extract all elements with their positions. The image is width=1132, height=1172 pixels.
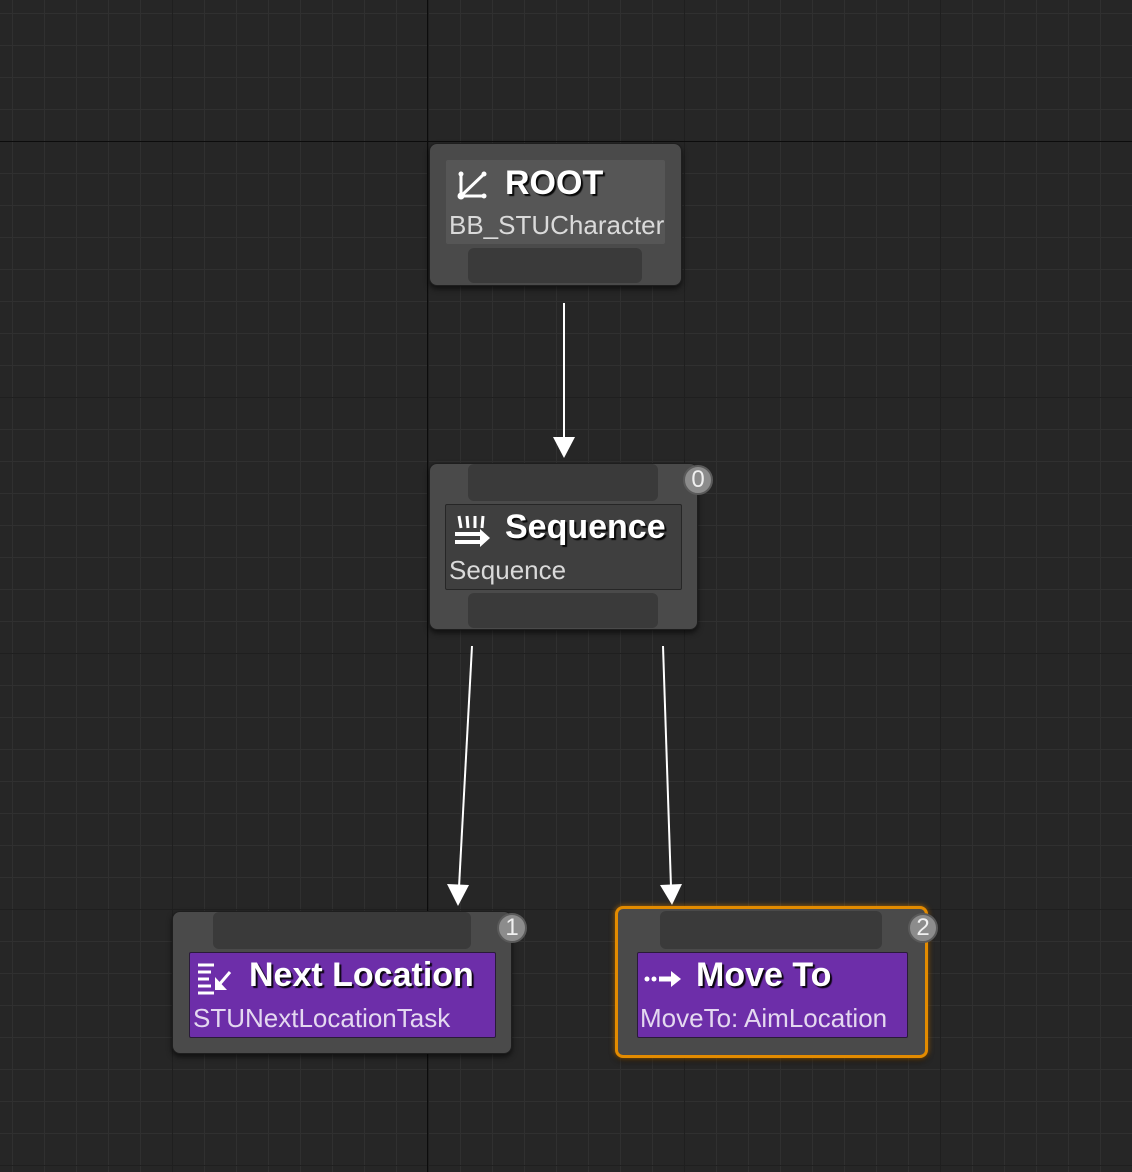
sequence-icon	[455, 515, 490, 547]
next-location-input-pin[interactable]	[213, 912, 471, 949]
sequence-title: Sequence	[505, 508, 666, 546]
sequence-input-pin[interactable]	[468, 464, 658, 501]
move-to-title-box	[637, 952, 908, 1038]
next-location-execution-index-badge: 1	[497, 913, 527, 943]
sequence-execution-index-badge: 0	[683, 465, 713, 495]
sequence-output-pin[interactable]	[468, 593, 658, 628]
wire-sequence-to-move-to[interactable]	[662, 645, 672, 888]
task-icon	[198, 963, 232, 995]
move-to-input-pin[interactable]	[660, 911, 882, 949]
sequence-title-box	[445, 504, 682, 590]
root-output-pin[interactable]	[468, 248, 642, 283]
root-title-box	[446, 160, 665, 244]
next-location-node[interactable]: Next Location STUNextLocationTask	[172, 911, 512, 1054]
move-to-execution-index-badge: 2	[908, 913, 938, 943]
sequence-node[interactable]: Sequence Sequence	[429, 463, 698, 630]
next-location-subtitle: STUNextLocationTask	[193, 1003, 451, 1033]
wire-sequence-to-next-location[interactable]	[458, 645, 473, 888]
root-title: ROOT	[505, 164, 604, 202]
move-to-title: Move To	[696, 956, 832, 994]
next-location-title-box	[189, 952, 496, 1038]
move-to-icon	[644, 971, 681, 987]
move-to-node[interactable]: Move To MoveTo: AimLocation	[615, 906, 928, 1058]
sequence-subtitle: Sequence	[449, 555, 567, 585]
wire-sequence-to-move-to-arrow	[660, 884, 682, 905]
root-icon	[457, 171, 487, 200]
root-node[interactable]: ROOT BB_STUCharacter	[429, 143, 682, 286]
wire-sequence-to-next-location-arrow	[447, 884, 469, 906]
graph-origin-vertical-line	[427, 0, 428, 1172]
move-to-subtitle: MoveTo: AimLocation	[640, 1003, 888, 1033]
wire-root-to-sequence-arrow	[553, 437, 575, 458]
next-location-title: Next Location	[249, 956, 474, 994]
graph-origin-horizontal-line	[0, 141, 1132, 142]
root-subtitle: BB_STUCharacter	[449, 210, 665, 240]
